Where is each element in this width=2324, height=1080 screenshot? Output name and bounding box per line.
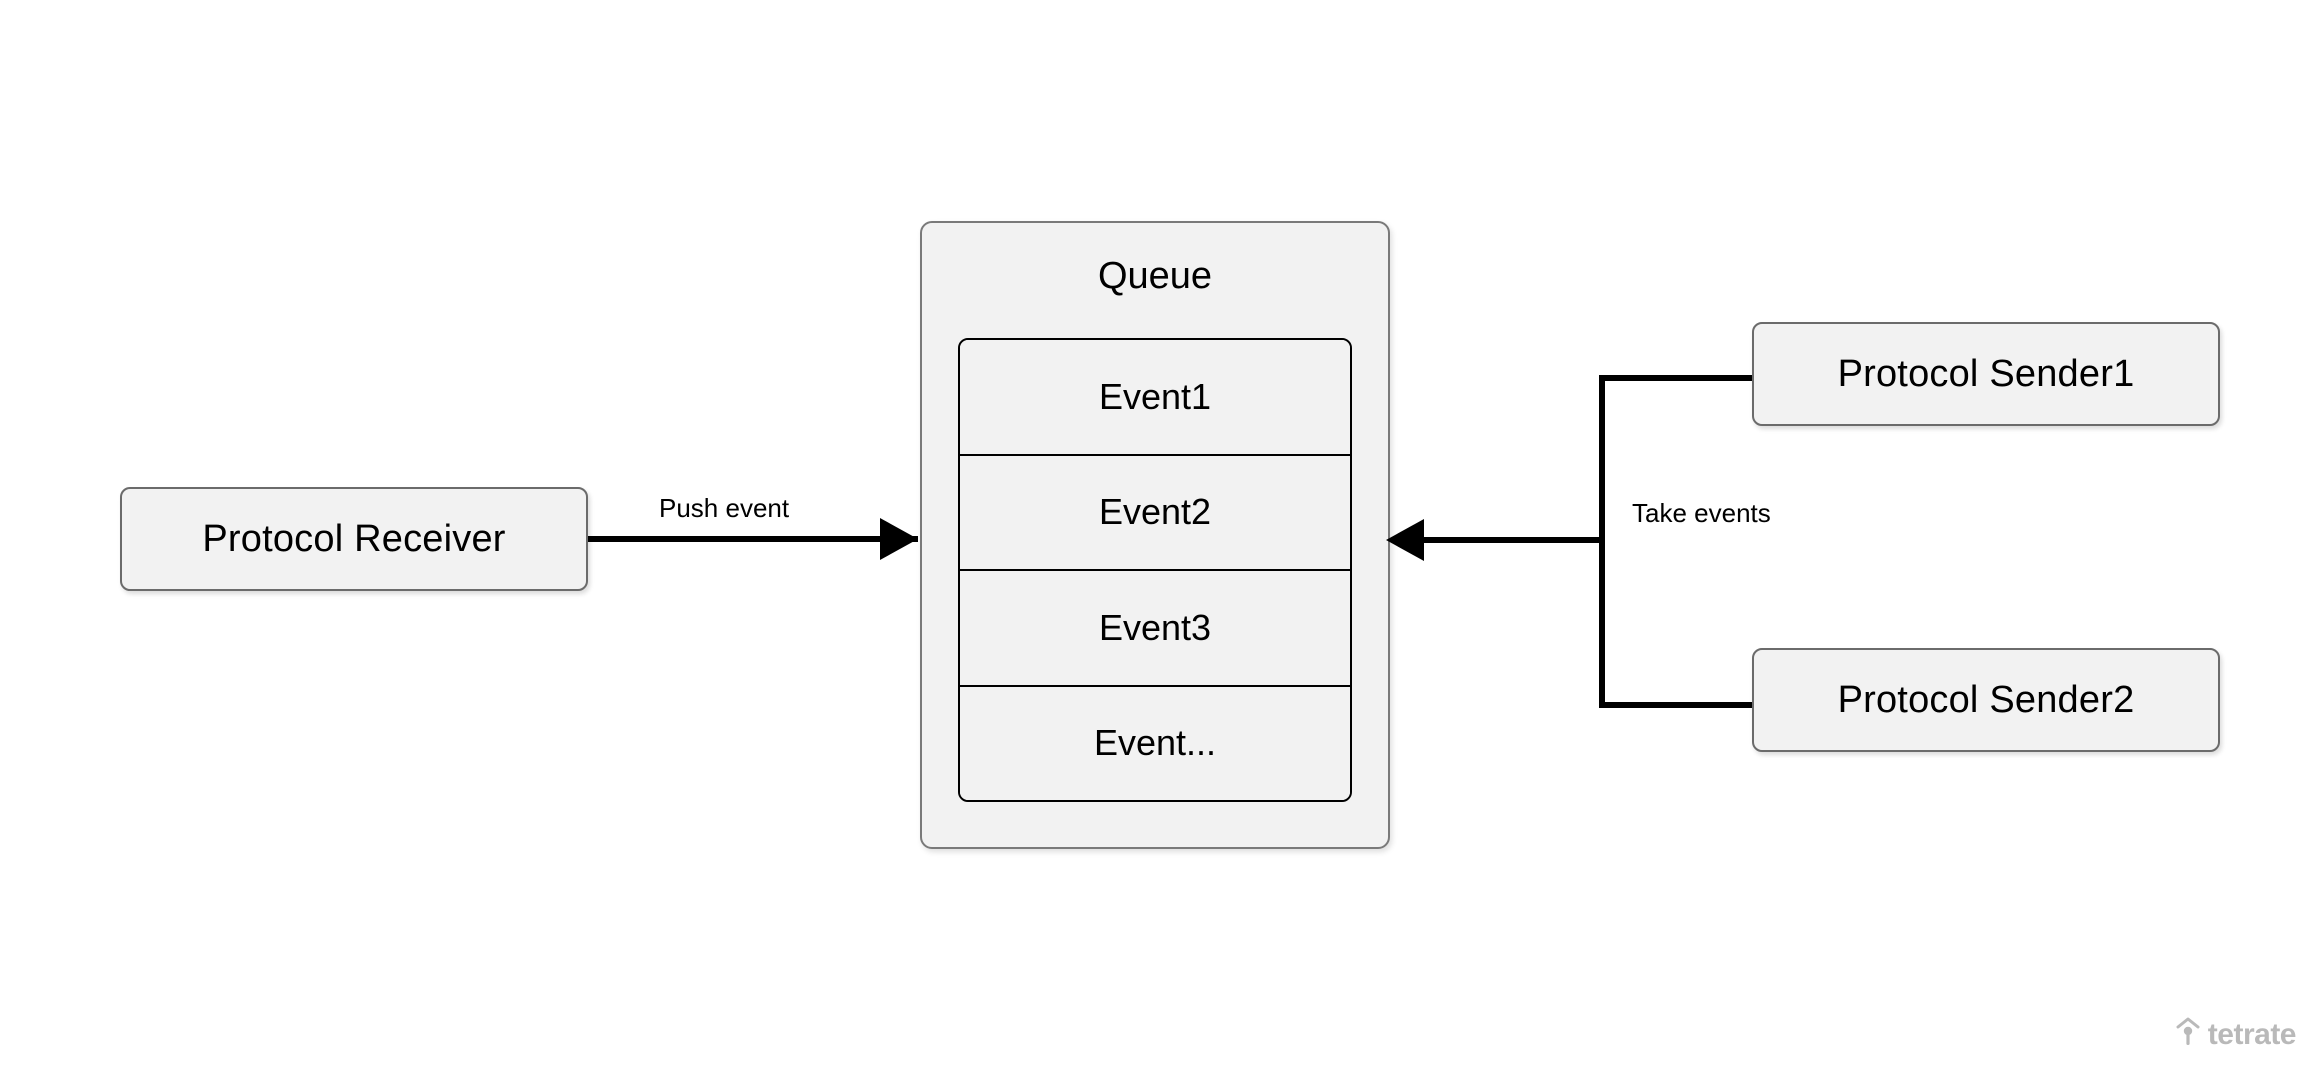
- node-protocol-sender1-label: Protocol Sender1: [1837, 353, 2135, 395]
- node-protocol-sender2-label: Protocol Sender2: [1837, 679, 2135, 721]
- tetrate-watermark: tetrate: [2176, 1017, 2297, 1052]
- queue-event-item[interactable]: Event2: [960, 455, 1350, 571]
- queue-event-label: Event1: [1098, 375, 1212, 417]
- edge-take-events-arrowhead-icon: [1386, 519, 1424, 561]
- queue-event-label: Event2: [1098, 491, 1212, 533]
- edge-push-event-label: Push event: [659, 493, 790, 523]
- edge-take-events-branch-sender1: [1599, 375, 1755, 381]
- tetrate-logo-icon: [2176, 1017, 2200, 1052]
- queue-event-item[interactable]: Event1: [960, 340, 1350, 456]
- queue-event-label: Event3: [1098, 606, 1212, 648]
- queue-event-list: Event1 Event2 Event3 Event...: [958, 338, 1352, 802]
- queue-event-item[interactable]: Event3: [960, 571, 1350, 687]
- edge-push-event-arrowhead-icon: [880, 518, 918, 560]
- edge-take-events-branch-sender2: [1599, 702, 1755, 708]
- edge-take-events-trunk: [1599, 375, 1605, 708]
- queue-event-item[interactable]: Event...: [960, 686, 1350, 800]
- node-protocol-receiver[interactable]: Protocol Receiver: [120, 487, 588, 591]
- tetrate-watermark-text: tetrate: [2207, 1017, 2297, 1051]
- queue-title: Queue: [1097, 255, 1213, 297]
- edge-take-events-stem: [1424, 537, 1605, 543]
- node-protocol-receiver-label: Protocol Receiver: [202, 518, 506, 560]
- queue-event-label: Event...: [1093, 722, 1217, 764]
- node-queue[interactable]: Queue Event1 Event2 Event3 Event...: [920, 221, 1390, 849]
- edge-push-event-line: [588, 536, 918, 542]
- node-protocol-sender1[interactable]: Protocol Sender1: [1752, 322, 2220, 426]
- edge-take-events-label: Take events: [1632, 498, 1771, 528]
- node-protocol-sender2[interactable]: Protocol Sender2: [1752, 648, 2220, 752]
